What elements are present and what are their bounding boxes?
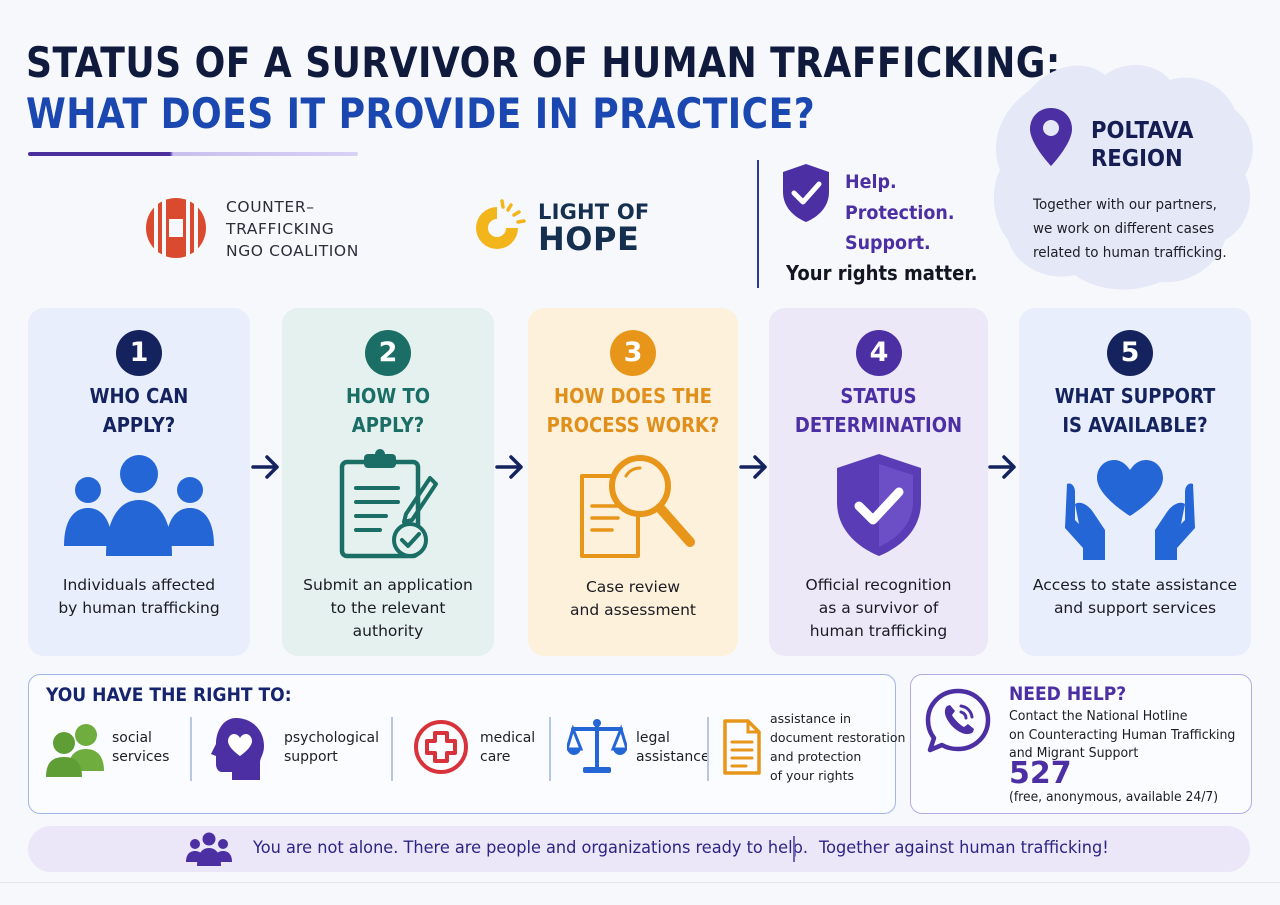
step-number-badge: 3: [610, 330, 656, 376]
step-number-badge: 5: [1107, 330, 1153, 376]
clipboard-application-icon: [339, 449, 438, 559]
arrow-right-icon: [988, 455, 1016, 479]
shield-check-icon: [837, 454, 921, 556]
footer-slogan: Together against human trafficking!: [819, 838, 1109, 858]
psychological-support-icon: [211, 718, 264, 780]
medical-cross-icon: [414, 720, 468, 774]
step-description: Official recognition as a survivor of hu…: [805, 576, 952, 640]
footer-message: You are not alone. There are people and …: [253, 838, 808, 858]
magnifier-document-icon: [580, 455, 695, 558]
step-title: WHAT SUPPORT IS AVAILABLE?: [1054, 384, 1216, 437]
right-item-social: social services: [112, 730, 170, 765]
light-of-hope-sun-icon: [476, 199, 526, 249]
region-description: Together with our partners, we work on d…: [1033, 197, 1227, 261]
footer-separator: [793, 836, 795, 862]
step-number-badge: 2: [365, 330, 411, 376]
step-description: Submit an application to the relevant au…: [303, 576, 473, 640]
rights-separator: [549, 717, 551, 781]
social-services-icon: [46, 724, 104, 777]
page-title-line2: WHAT DOES IT PROVIDE IN PRACTICE?: [26, 89, 816, 138]
rights-separator: [707, 717, 709, 781]
step-title: HOW TO APPLY?: [345, 384, 431, 437]
step-number-badge: 1: [116, 330, 162, 376]
arrow-right-icon: [251, 455, 279, 479]
shield-check-icon: [783, 164, 829, 222]
rights-panel: [28, 674, 896, 814]
title-underline: [28, 152, 358, 156]
hotline-note: (free, anonymous, available 24/7): [1009, 790, 1219, 805]
page-title-line1: STATUS OF A SURVIVOR OF HUMAN TRAFFICKIN…: [26, 38, 1061, 87]
people-group-icon: [186, 832, 232, 866]
rights-separator: [190, 717, 192, 781]
rights-title: YOU HAVE THE RIGHT TO:: [46, 684, 292, 706]
right-item-psychological: psychological support: [284, 730, 379, 765]
hotline-description: Contact the National Hotline on Countera…: [1009, 708, 1236, 761]
right-item-documents: assistance in document restoration and p…: [770, 711, 906, 783]
people-group-icon: [64, 455, 214, 556]
step-card-4: 4 STATUS DETERMINATION Official recognit…: [769, 308, 988, 656]
hotline-number: 527: [1009, 756, 1072, 791]
right-item-medical: medical care: [480, 730, 536, 765]
light-of-hope-text-line1: LIGHT OF: [538, 200, 650, 224]
step-description: Individuals affected by human traffickin…: [58, 576, 220, 617]
light-of-hope-text-line2: HOPE: [538, 220, 640, 258]
region-title: POLTAVA REGION: [1091, 118, 1194, 172]
rights-matter-text: Your rights matter.: [786, 261, 978, 285]
rights-separator: [391, 717, 393, 781]
document-icon: [723, 719, 761, 775]
phone-chat-icon: [925, 688, 991, 753]
step-card-3: 3 HOW DOES THE PROCESS WORK? Case review…: [528, 308, 738, 656]
step-title: HOW DOES THE PROCESS WORK?: [546, 384, 720, 437]
right-item-legal: legal assistance: [636, 730, 710, 765]
page-bottom-rule: [0, 882, 1280, 883]
footer-banner: [28, 826, 1250, 872]
arrow-right-icon: [739, 455, 767, 479]
step-description: Access to state assistance and support s…: [1032, 576, 1238, 617]
step-title: WHO CAN APPLY?: [89, 384, 189, 437]
step-card-1: 1 WHO CAN APPLY? Individuals affected by…: [28, 308, 250, 656]
step-title: STATUS DETERMINATION: [794, 384, 963, 437]
step-number-badge: 4: [856, 330, 902, 376]
need-help-panel: [910, 674, 1252, 814]
location-pin-icon: [1030, 108, 1072, 166]
step-card-2: 2 HOW TO APPLY? Submit an application to…: [282, 308, 494, 656]
need-help-title: NEED HELP?: [1009, 683, 1127, 705]
hands-heart-icon: [1065, 460, 1195, 560]
coalition-logo-text: COUNTER– TRAFFICKING NGO COALITION: [226, 198, 359, 260]
motto-lines: Help. Protection. Support.: [845, 171, 955, 254]
arrow-right-icon: [495, 455, 523, 479]
coalition-logo-icon: [146, 197, 206, 259]
scales-of-justice-icon: [567, 719, 627, 773]
step-card-5: 5 WHAT SUPPORT IS AVAILABLE? Access to s…: [1019, 308, 1251, 656]
step-description: Case review and assessment: [570, 578, 696, 619]
header-divider: [757, 160, 759, 288]
